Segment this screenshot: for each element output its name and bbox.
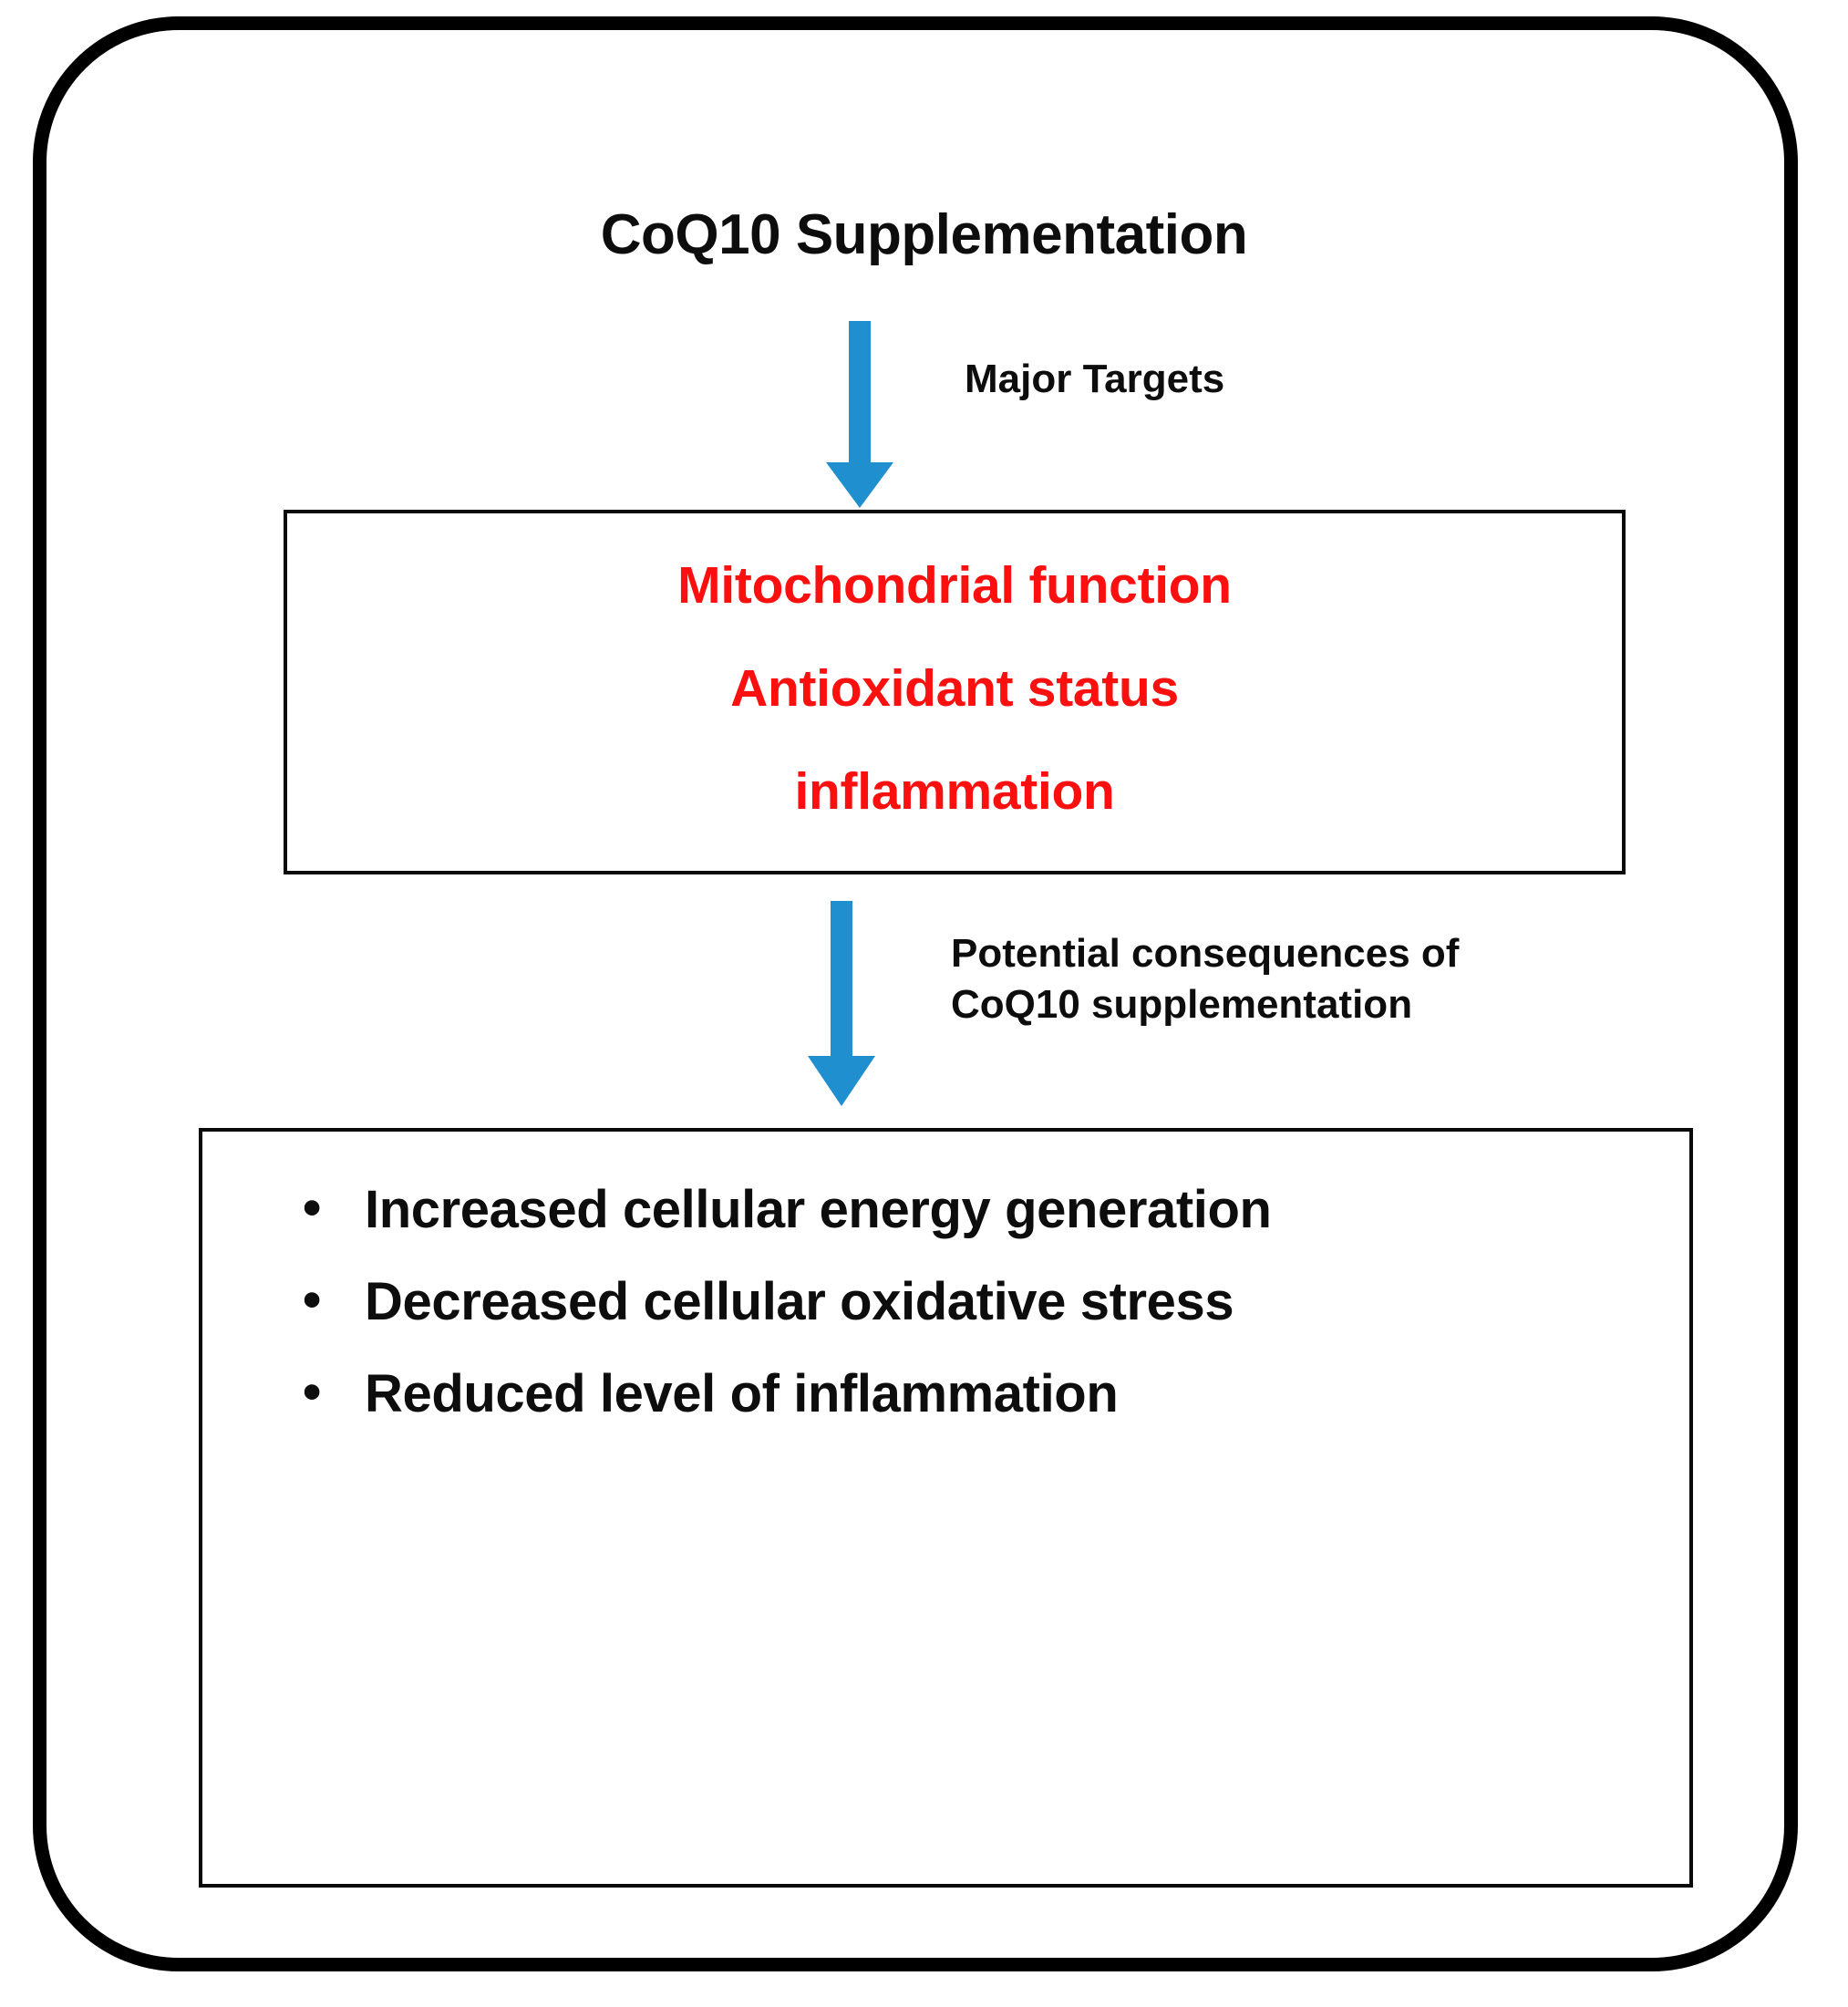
potential-consequences-box: • Increased cellular energy generation •… — [199, 1128, 1693, 1888]
bullet-icon: • — [303, 1362, 321, 1422]
list-item: • Decreased cellular oxidative stress — [303, 1271, 1689, 1332]
down-arrow-icon-major-targets — [826, 321, 893, 508]
bullet-icon: • — [303, 1178, 321, 1237]
down-arrow-icon-consequences — [808, 901, 875, 1106]
page-title: CoQ10 Supplementation — [600, 203, 1248, 266]
consequences-list: • Increased cellular energy generation •… — [202, 1179, 1689, 1424]
target-line-inflammation: inflammation — [794, 762, 1115, 822]
list-item-label: Decreased cellular oxidative stress — [365, 1272, 1234, 1331]
list-item: • Reduced level of inflammation — [303, 1363, 1689, 1424]
target-line-antioxidant-status: Antioxidant status — [730, 658, 1179, 718]
arrow-label-major-targets: Major Targets — [965, 357, 1225, 401]
list-item: • Increased cellular energy generation — [303, 1179, 1689, 1240]
major-targets-box: Mitochondrial function Antioxidant statu… — [284, 510, 1626, 874]
list-item-label: Increased cellular energy generation — [365, 1180, 1272, 1239]
target-line-mitochondrial-function: Mitochondrial function — [677, 555, 1232, 615]
list-item-label: Reduced level of inflammation — [365, 1364, 1119, 1423]
bullet-icon: • — [303, 1270, 321, 1329]
outer-rounded-frame — [33, 16, 1798, 1971]
arrow-label-potential-consequences: Potential consequences of CoQ10 suppleme… — [951, 931, 1460, 1028]
